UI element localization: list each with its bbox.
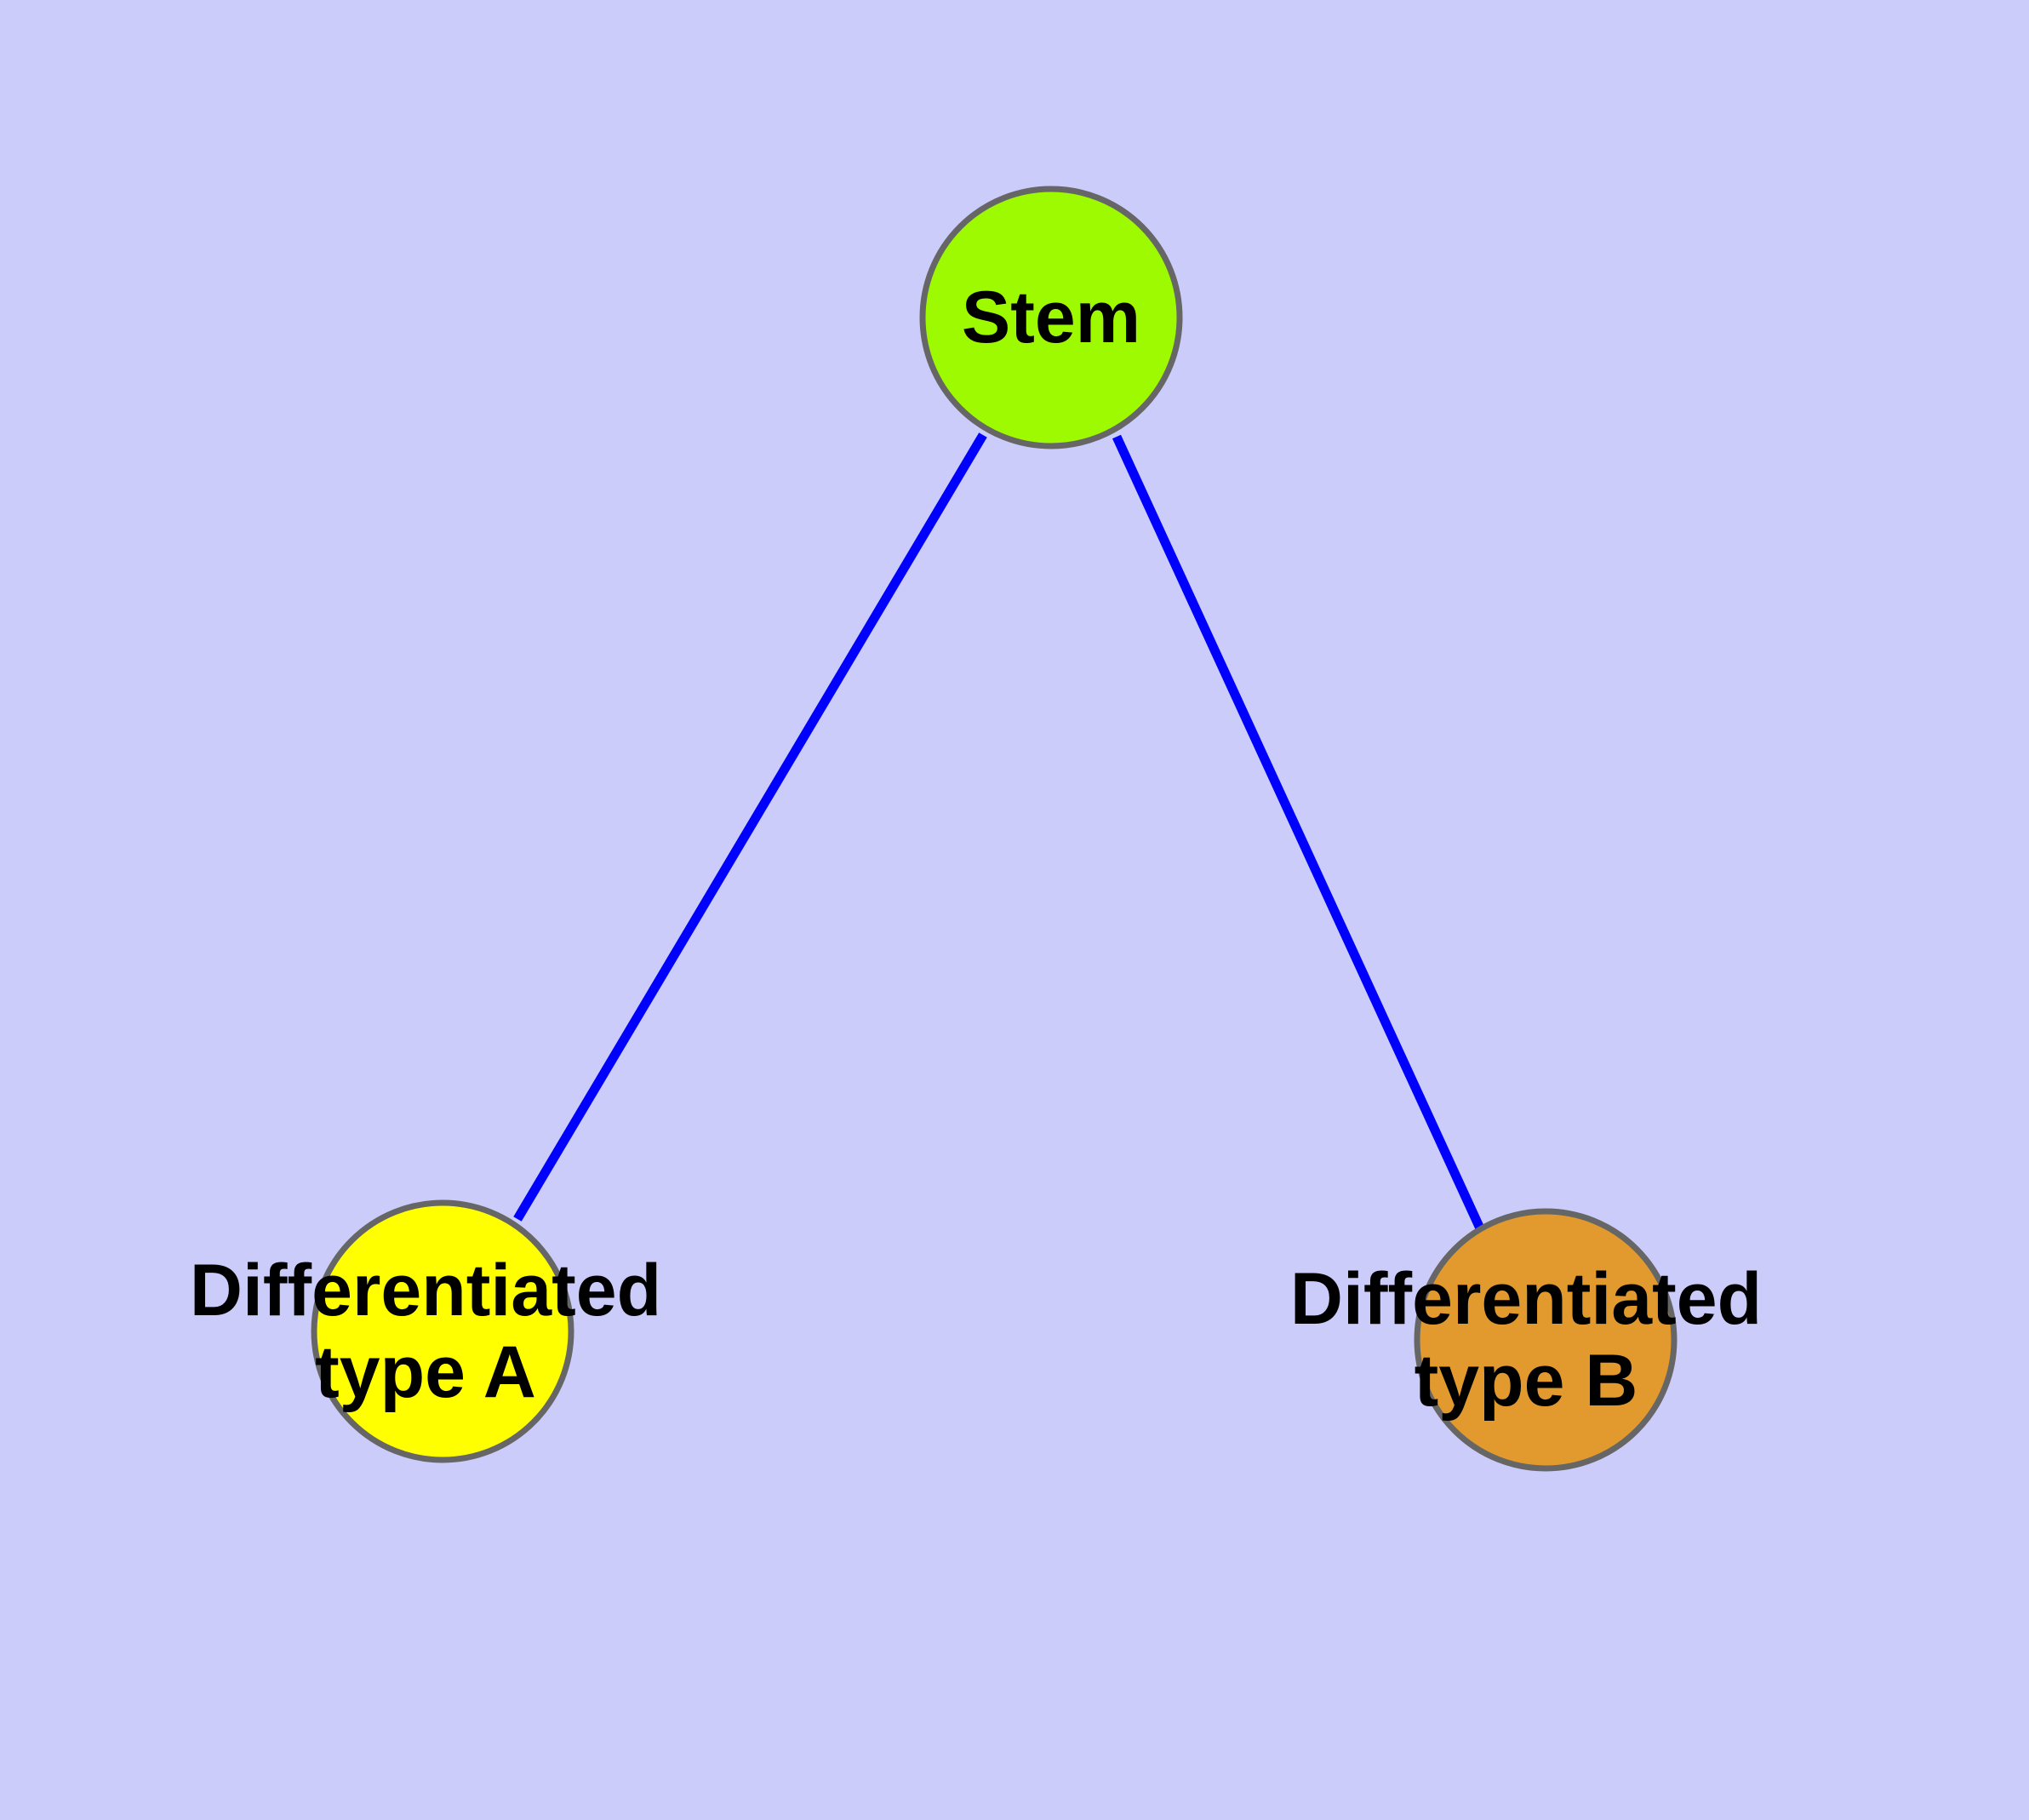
node-label-line: Stem [962, 277, 1140, 358]
node-label-line: type B [1415, 1340, 1638, 1422]
edge-stem-to-differentiated-type-a[interactable] [513, 432, 987, 1222]
node-differentiated-type-a[interactable] [311, 1199, 574, 1463]
node-label-stem: Stem [962, 277, 1140, 358]
edge-stem-to-differentiated-type-b[interactable] [1112, 434, 1484, 1231]
edges-layer [513, 432, 1484, 1231]
node-label-line: Differentiated [1290, 1258, 1762, 1340]
node-differentiated-type-b[interactable] [1414, 1208, 1677, 1472]
node-label-line: type A [315, 1331, 536, 1413]
node-stem[interactable] [919, 186, 1183, 449]
nodes-layer [311, 186, 1677, 1472]
node-label-line: Differentiated [190, 1250, 661, 1331]
